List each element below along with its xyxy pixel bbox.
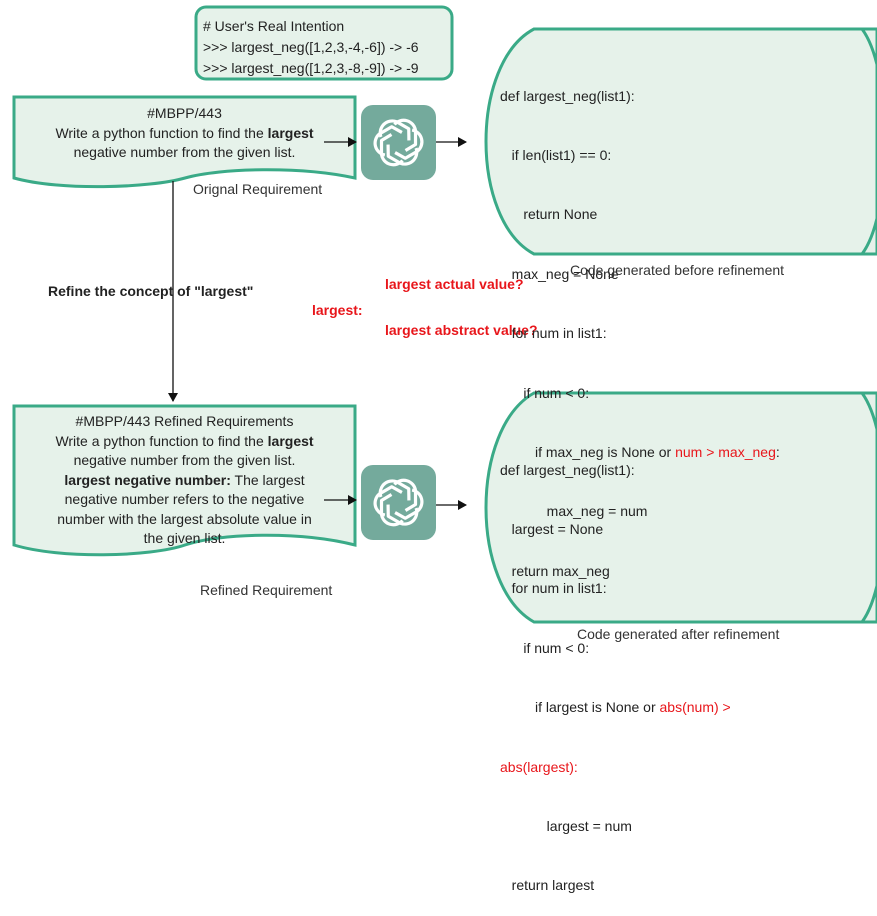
refined-requirement-text: #MBPP/443 Refined Requirements Write a p…: [14, 412, 355, 549]
refined-requirement-shape: [12, 404, 357, 557]
code-after-line: return largest: [500, 877, 595, 894]
code-before-line: return None: [500, 206, 598, 223]
code-after-line: for num in list1:: [500, 580, 607, 597]
original-id: #MBPP/443: [147, 105, 222, 121]
refined-line-6: the given list.: [143, 530, 226, 546]
code-before-line: if max_neg is None or num > max_neg:: [500, 443, 780, 460]
code-before-caption: Code generated before refinement: [570, 262, 785, 278]
code-after-line: largest = None: [500, 520, 604, 537]
refine-label: Refine the concept of "largest": [48, 283, 254, 299]
original-caption: Orignal Requirement: [193, 181, 323, 197]
refined-line-1: Write a python function to find the larg…: [55, 432, 314, 449]
intention-text: # User's Real Intention >>> largest_neg(…: [203, 16, 451, 79]
openai-logo-icon: [361, 465, 436, 540]
original-requirement-text: #MBPP/443 Write a python function to fin…: [14, 104, 355, 163]
intention-example-1: >>> largest_neg([1,2,3,-4,-6]) -> -6: [203, 39, 419, 55]
code-after-line: if largest is None or abs(num) >: [500, 699, 731, 716]
code-before-line: if num < 0:: [500, 384, 590, 401]
code-before-line: max_neg = None: [500, 265, 619, 282]
code-after-highlight: abs(num) >: [659, 699, 731, 716]
code-before: def largest_neg(list1): if len(list1) ==…: [500, 47, 780, 601]
refined-line-5: number with the largest absolute value i…: [57, 510, 312, 527]
openai-logo-icon: [361, 105, 436, 180]
original-line-1: Write a python function to find the larg…: [55, 124, 314, 141]
refined-line-2: negative number from the given list.: [73, 452, 296, 468]
option-abstract-value: largest abstract value?: [385, 322, 538, 338]
code-after: def largest_neg(list1): largest = None f…: [500, 421, 731, 916]
diagram-canvas: [12, 5, 877, 624]
code-after-line: largest = num: [500, 817, 632, 834]
intention-example-2: >>> largest_neg([1,2,3,-8,-9]) -> -9: [203, 60, 419, 76]
largest-label: largest:: [312, 302, 363, 318]
code-after-shape: [484, 391, 877, 624]
code-before-line: return max_neg: [500, 562, 610, 579]
code-after-line: def largest_neg(list1):: [500, 461, 635, 478]
code-before-highlight: num > max_neg: [675, 443, 776, 460]
code-before-line: for num in list1:: [500, 325, 607, 342]
refined-line-3: largest negative number: The largest: [64, 471, 305, 488]
code-before-shape: [484, 27, 877, 256]
code-before-line: def largest_neg(list1):: [500, 87, 635, 104]
intention-box: [194, 5, 454, 81]
refined-line-4: negative number refers to the negative: [64, 491, 305, 507]
code-before-line: max_neg = num: [500, 503, 648, 520]
option-actual-value: largest actual value?: [385, 276, 524, 292]
original-line-2: negative number from the given list.: [73, 144, 296, 160]
code-after-highlight: abs(largest):: [500, 758, 578, 775]
intention-title: # User's Real Intention: [203, 18, 345, 34]
code-after-caption: Code generated after refinement: [577, 626, 780, 642]
refined-id: #MBPP/443 Refined Requirements: [75, 413, 294, 429]
refined-caption: Refined Requirement: [200, 582, 333, 598]
code-before-line: if len(list1) == 0:: [500, 146, 612, 163]
original-requirement-shape: [12, 95, 357, 189]
